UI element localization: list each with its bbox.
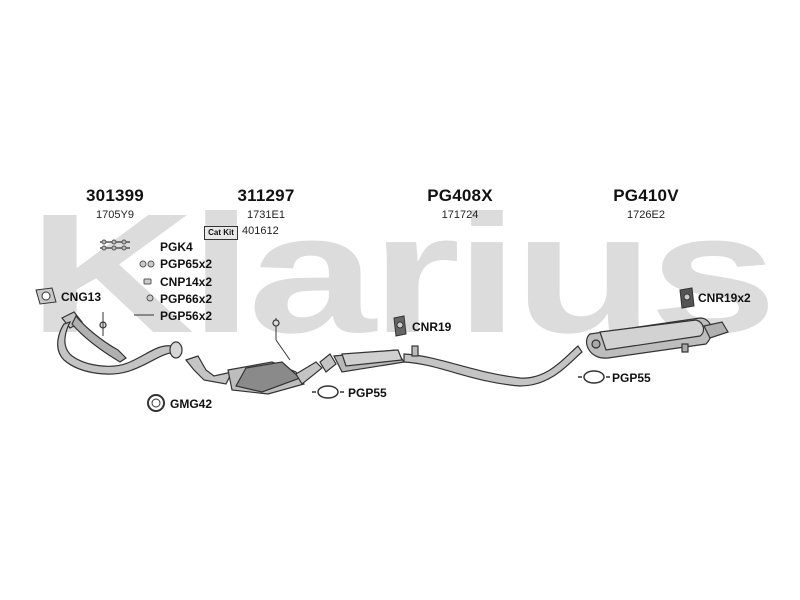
rear-silencer-shape: [586, 317, 729, 359]
part-number: PG410V: [613, 186, 679, 205]
label-pgp65x2: PGP65x2: [160, 257, 213, 271]
catalyst-shape: [184, 318, 323, 395]
clamp-icon: [143, 278, 152, 285]
clamp-pgp55-rear-icon: [578, 370, 610, 384]
label-cng13: CNG13: [61, 290, 102, 304]
washer-icon: [146, 294, 154, 302]
part-rear-silencer[interactable]: PG410V 1726E2: [576, 186, 716, 221]
label-pgp56x2: PGP56x2: [160, 309, 213, 323]
label-pgp55-rear: PGP55: [612, 371, 651, 385]
middle-section-shape: [319, 345, 583, 387]
hanger-cnr19x2-icon: [679, 287, 695, 309]
label-pgp66x2: PGP66x2: [160, 292, 213, 306]
label-pgp55-mid: PGP55: [348, 386, 387, 400]
gasket-cng13-icon: [35, 287, 57, 305]
front-pipe-shape: [57, 311, 183, 375]
part-number: PG408X: [427, 186, 493, 205]
hanger-cnr19-icon: [393, 315, 407, 337]
clamp-pgp55-mid-icon: [312, 385, 344, 399]
part-code: 171724: [441, 209, 479, 221]
cat-kit-code: 401612: [242, 225, 279, 237]
part-number: 301399: [86, 186, 144, 205]
part-number: 311297: [237, 186, 295, 205]
part-code: 1726E2: [627, 209, 665, 221]
label-gmg42: GMG42: [170, 397, 213, 411]
label-cnr19: CNR19: [412, 320, 452, 334]
part-middle-section[interactable]: PG408X 171724: [390, 186, 530, 221]
ring-gmg42-icon: [147, 394, 165, 412]
part-code: 1705Y9: [96, 209, 134, 221]
label-cnp14x2: CNP14x2: [160, 275, 213, 289]
label-cnr19x2: CNR19x2: [698, 291, 751, 305]
label-pgk4: PGK4: [160, 240, 193, 254]
part-catalyst[interactable]: 311297 1731E1: [196, 186, 336, 221]
nut-icon: [139, 260, 155, 268]
part-code: 1731E1: [247, 209, 285, 221]
cat-kit-badge: Cat Kit: [204, 226, 238, 240]
bolt-kit-icon: [100, 239, 130, 251]
part-front-pipe[interactable]: 301399 1705Y9: [45, 186, 185, 221]
